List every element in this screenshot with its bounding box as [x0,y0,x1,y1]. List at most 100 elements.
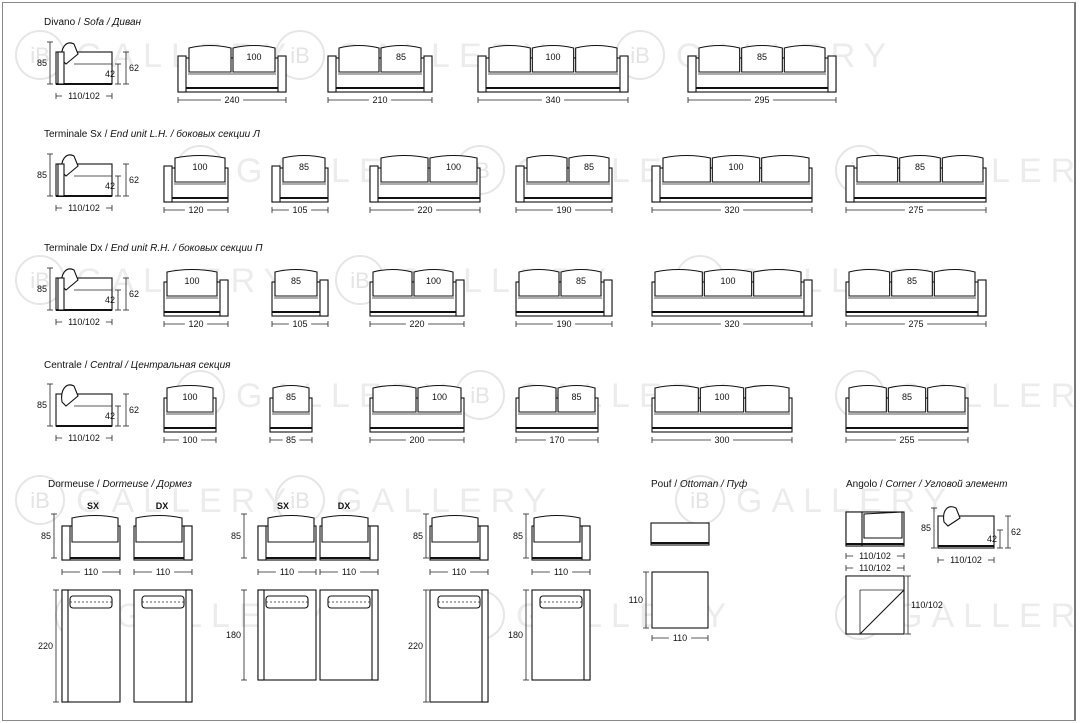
sofa-295-cushion [783,44,826,73]
dormeuse-sx-front-width-label: 110 [84,567,98,577]
end-rh-105-arm-right [319,279,329,317]
sofa-295-arm-right [827,55,837,93]
central-300-cushion [745,384,790,413]
pouf-front [650,522,710,546]
central-85: 85 [269,384,313,433]
end-rh-220-arm-right [455,279,465,317]
corner-top-width-label-bg [853,563,897,573]
end-lh-275-cushion [941,154,984,183]
dormeuse-dx-front-short-arm-right [369,525,379,561]
end-rh-190-cushion-label: 85 [576,276,586,286]
dormeuse-center-top-long [429,589,489,703]
sofa-210-width-label-bg [368,95,392,105]
end-rh-220-cushion [372,268,413,297]
end-lh-220-cushion [429,154,478,183]
end-lh-120-width-label-bg [184,205,208,215]
end-rh-220-width-label: 220 [409,319,424,329]
end-lh-profile-depth-label: 110/102 [68,203,100,213]
section-title-sofa-main: Divano / [44,17,84,28]
end-lh-320-width-label-bg [720,205,744,215]
end-lh-275-cushion-label: 85 [915,162,925,172]
sofa-340-width-label: 340 [545,95,560,105]
dormeuse-center-front-2 [531,514,591,561]
dormeuse-center-long-length-label: 220 [408,641,423,651]
dormeuse-sx-front [61,514,121,561]
pouf-top [651,571,709,629]
end-rh-105-cushion-label: 85 [291,276,301,286]
end-lh-120-arm-left [163,165,173,203]
sofa-profile-seat-label: 42 [105,69,115,79]
section-title-central: Centrale / Central / Центральная секция [44,360,230,371]
dormeuse-center-top-long-frame [429,589,489,703]
central-85-cushion-label: 85 [286,392,296,402]
watermark-logo-text: iB [30,268,50,293]
end-lh-105-arm-left [271,165,281,203]
end-rh-320-arm-right [803,279,813,317]
end-rh-220-cushion [413,268,454,297]
dormeuse-short-length-label: 180 [226,630,241,640]
sofa-340-cushion [575,44,618,73]
central-200-width-label-bg [405,435,429,445]
end-lh-190-width-label-bg [552,205,576,215]
sofa-240-cushion [232,44,276,73]
corner-front-width-label: 110/102 [859,551,891,561]
dormeuse-height-3-label: 85 [413,531,423,541]
dormeuse-sx-front-cushion [71,514,119,543]
dormeuse-center-short-length-label: 180 [508,630,523,640]
dormeuse-dx-front-width-label: 110 [156,567,170,577]
dormeuse-dx-label-short: DX [338,501,351,511]
end-lh-275: 85 [845,154,987,203]
dormeuse-center-front-1-width-label-bg [447,567,471,577]
dormeuse-center-front-1 [429,514,489,561]
end-lh-190-cushion [568,154,610,183]
watermark-logo-text: iB [350,268,370,293]
dormeuse-dx-front-short-cushion [321,514,369,543]
sofa-340-width-label-bg [541,95,565,105]
sofa-340-cushion-label: 100 [545,52,560,62]
central-300-cushion [654,384,699,413]
sofa-240-width-label-bg [220,95,244,105]
central-profile [55,384,113,427]
end-rh-120: 100 [163,268,229,317]
end-lh-profile-arm [57,163,65,197]
end-rh-190-width-label: 190 [556,319,571,329]
corner-top-seat [845,575,905,635]
end-rh-190: 85 [515,268,613,317]
dormeuse-dx-top-short-arm-right [371,589,379,681]
section-title-dormeuse-translation: Dormeuse / Дормез [102,479,192,490]
end-rh-275-cushion [933,268,976,297]
sofa-240: 100 [177,44,287,93]
central-170-cushion [557,384,596,413]
end-rh-320-cushion [753,268,802,297]
sofa-240-cushion [188,44,232,73]
end-lh-320-cushion [662,154,711,183]
dormeuse-sx-top-short-arm-left [257,589,265,681]
end-lh-profile [55,154,113,197]
dormeuse-dx-front-short-width-label: 110 [342,567,356,577]
central-profile-depth-label: 110/102 [68,433,100,443]
end-lh-120-cushion [174,154,226,183]
sofa-340-cushion [488,44,531,73]
end-lh-320-cushion [761,154,810,183]
dormeuse-dx-top-arm-right [185,589,193,703]
end-lh-105: 85 [271,154,329,203]
end-lh-190-cushion [526,154,568,183]
corner-arm-height-label: 62 [1011,527,1021,537]
dormeuse-center-front-1-width-label: 110 [452,567,466,577]
end-lh-105-width-label: 105 [292,205,307,215]
watermark-logo-text: iB [30,488,50,513]
end-rh-320-width-label: 320 [724,319,739,329]
section-title-corner: Angolo / Corner / Угловой элемент [846,479,1008,490]
end-rh-105-width-label-bg [288,319,312,329]
end-lh-profile-seat-label: 42 [105,181,115,191]
section-title-central-main: Centrale / [44,360,91,371]
central-profile-height-label: 85 [37,400,47,410]
central-255-width-label: 255 [899,435,914,445]
dormeuse-height-1-label: 85 [41,531,51,541]
end-rh-275-cushion [891,268,933,297]
end-rh-275: 85 [845,268,987,317]
end-rh-220: 100 [369,268,465,317]
sofa-210-cushion [338,44,380,73]
dormeuse-sx-front-short-width-label: 110 [280,567,294,577]
